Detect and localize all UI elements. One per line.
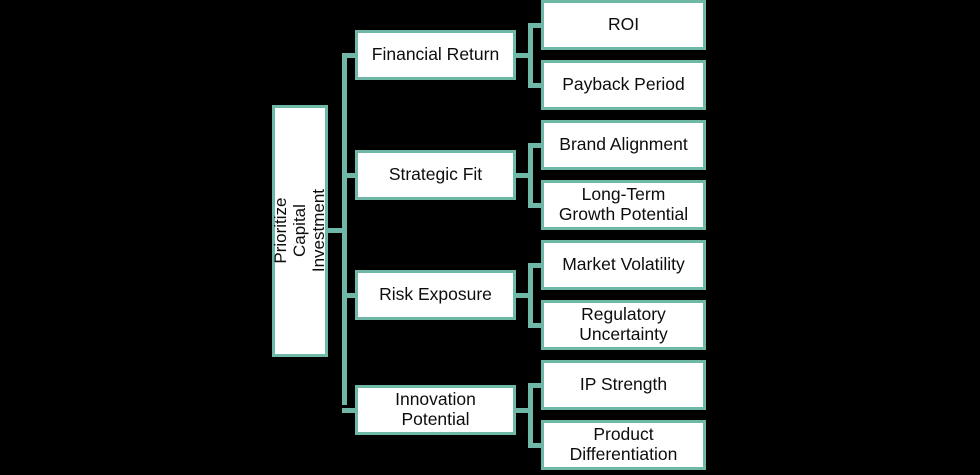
connector-trunk-to-branch-2 (342, 293, 358, 298)
node-branch-risk-exposure[interactable]: Risk Exposure (355, 270, 516, 320)
node-leaf-long-term-growth-potential-label: Long-Term Growth Potential (558, 184, 689, 224)
node-branch-risk-exposure-label: Risk Exposure (379, 284, 492, 305)
node-leaf-roi[interactable]: ROI (541, 0, 706, 50)
node-leaf-regulatory-uncertainty[interactable]: Regulatory Uncertainty (541, 300, 706, 350)
node-branch-financial-return[interactable]: Financial Return (355, 30, 516, 80)
node-leaf-product-differentiation[interactable]: Product Differentiation (541, 420, 706, 470)
node-leaf-brand-alignment-label: Brand Alignment (559, 134, 688, 155)
connector-root-stub (328, 228, 347, 233)
node-leaf-payback-period-label: Payback Period (562, 74, 685, 95)
connector-branch-1-to-leaf-2 (528, 143, 544, 148)
connector-branch-3-trunk (528, 383, 533, 443)
node-branch-innovation-potential[interactable]: Innovation Potential (355, 385, 516, 435)
connector-branch-0-stub (514, 53, 533, 58)
connector-branch-2-trunk (528, 263, 533, 323)
connector-branch-3-stub (514, 408, 533, 413)
connector-branch-1-to-leaf-3 (528, 203, 544, 208)
node-leaf-roi-label: ROI (607, 14, 640, 35)
connector-branch-1-trunk (528, 143, 533, 203)
node-root[interactable]: Prioritize Capital Investment (271, 105, 329, 357)
connector-branch-0-to-leaf-1 (528, 83, 544, 88)
node-leaf-ip-strength[interactable]: IP Strength (541, 360, 706, 410)
connector-branch-3-to-leaf-6 (528, 383, 544, 388)
node-leaf-market-volatility-label: Market Volatility (562, 254, 685, 275)
node-leaf-regulatory-uncertainty-label: Regulatory Uncertainty (579, 304, 668, 344)
node-branch-financial-return-label: Financial Return (371, 44, 500, 65)
node-branch-strategic-fit[interactable]: Strategic Fit (355, 150, 516, 200)
connector-branch-0-trunk (528, 23, 533, 83)
connector-trunk-to-branch-1 (342, 173, 358, 178)
connector-branch-0-to-leaf-0 (528, 23, 544, 28)
connector-branch-1-stub (514, 173, 533, 178)
connector-branch-3-to-leaf-7 (528, 443, 544, 448)
node-leaf-product-differentiation-label: Product Differentiation (569, 424, 678, 464)
node-root-label: Prioritize Capital Investment (271, 189, 329, 273)
node-branch-innovation-potential-label: Innovation Potential (395, 389, 476, 429)
connector-trunk-to-branch-0 (342, 53, 358, 58)
connector-branch-2-to-leaf-5 (528, 323, 544, 328)
node-branch-strategic-fit-label: Strategic Fit (388, 164, 483, 185)
node-leaf-long-term-growth-potential[interactable]: Long-Term Growth Potential (541, 180, 706, 230)
node-leaf-ip-strength-label: IP Strength (579, 374, 668, 395)
connector-branch-2-stub (514, 293, 533, 298)
node-leaf-market-volatility[interactable]: Market Volatility (541, 240, 706, 290)
connector-trunk-to-branch-3 (342, 408, 358, 413)
node-leaf-brand-alignment[interactable]: Brand Alignment (541, 120, 706, 170)
connector-branch-2-to-leaf-4 (528, 263, 544, 268)
node-leaf-payback-period[interactable]: Payback Period (541, 60, 706, 110)
connector-branch-trunk (342, 55, 347, 405)
